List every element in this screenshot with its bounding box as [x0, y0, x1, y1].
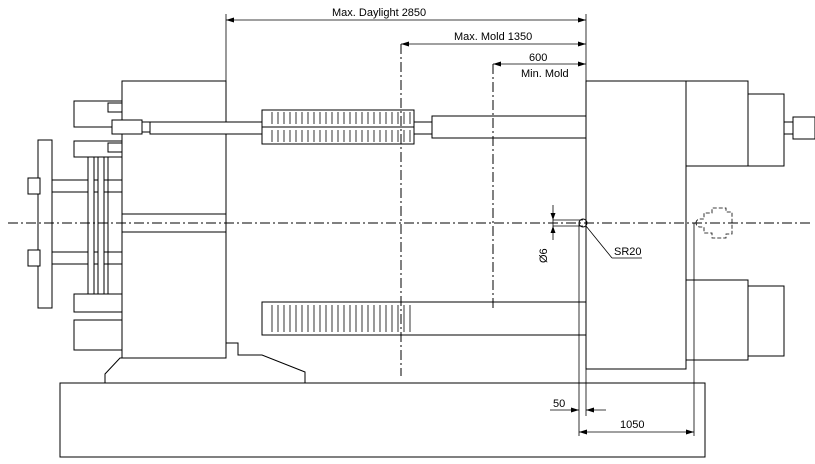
machine-bed [59, 342, 706, 458]
center-lines [8, 44, 812, 376]
max-mold-label: Max. Mold 1350 [454, 31, 532, 43]
min-mold-value: 600 [529, 52, 547, 64]
fixed-platen [585, 80, 785, 370]
nozzle-detail: Ø6 SR20 [538, 205, 642, 263]
dimension-max-mold: Max. Mold 1350 [401, 31, 586, 47]
min-mold-text: Min. Mold [521, 68, 569, 80]
upper-tie-bar [149, 107, 815, 149]
diameter-label: Ø6 [538, 248, 550, 263]
dimension-max-daylight: Max. Daylight 2850 [225, 7, 587, 81]
dim-50-label: 50 [553, 398, 565, 410]
dim-1050-label: 1050 [620, 419, 644, 431]
sr20-label: SR20 [614, 246, 642, 258]
max-daylight-label: Max. Daylight 2850 [332, 7, 426, 19]
lower-tie-bar [261, 301, 587, 336]
dimension-nozzle: 50 1050 [550, 223, 695, 436]
dimension-min-mold: 600 Min. Mold [493, 52, 586, 80]
nozzle-outline-dashed [695, 207, 733, 239]
